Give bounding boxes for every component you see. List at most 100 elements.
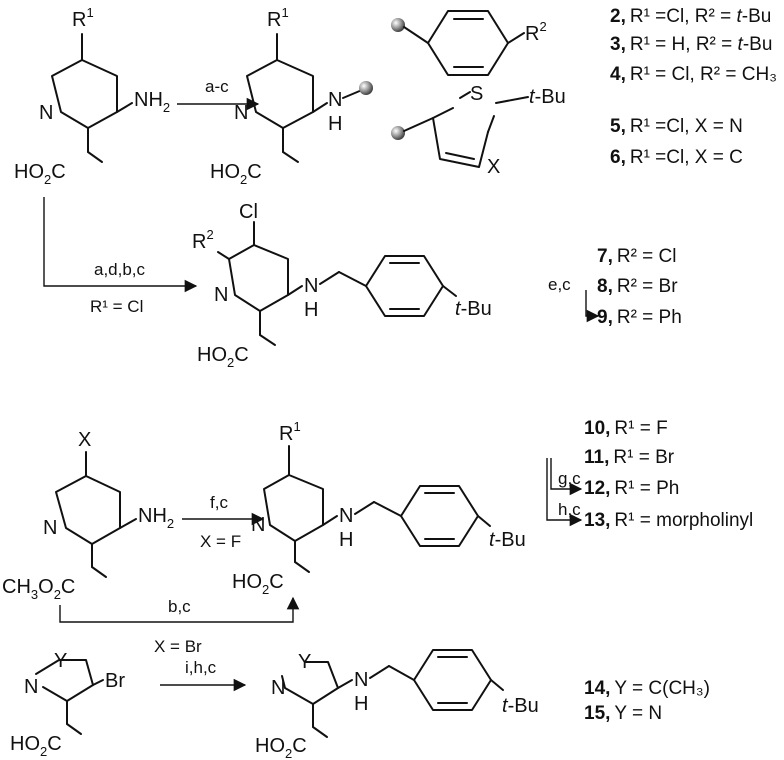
svg-text:5,R¹ =Cl, X = N: 5,R¹ =Cl, X = N [610,116,743,137]
svg-text:HO2C: HO2C [10,733,62,759]
svg-text:R2: R2 [192,227,214,253]
arrow-b-c [59,596,300,623]
svg-text:HO2C: HO2C [197,344,249,370]
svg-text:NH2: NH2 [138,505,174,531]
compound-list-7-9: 7,R² = Cl 8,R² = Br 9,R² = Ph [597,246,682,328]
conditions-g-c: g,c [558,469,581,488]
conditions-h-c: h,c [558,500,581,519]
svg-text:N: N [43,517,57,539]
pyridine-ring [51,59,118,129]
alkylated-product-structure: R1 N N H HO2C [210,5,373,187]
svg-text:HO2C: HO2C [255,735,307,760]
conditions-e-c: e,c [548,275,571,294]
dichloro-product-structure: Cl R2 N N H HO2C t-Bu [192,201,492,370]
svg-text:HO2C: HO2C [210,161,262,187]
svg-text:Y: Y [298,651,311,673]
benzene-ring [413,649,492,711]
arrow-h-c [546,458,583,527]
svg-text:N: N [304,275,318,297]
svg-text:t-Bu: t-Bu [455,298,492,320]
svg-text:8,R² = Br: 8,R² = Br [597,276,678,297]
compound-list-10-13: 10,R¹ = F 11,R¹ = Br 12,R¹ = Ph 13,R¹ = … [584,418,753,531]
svg-text:R2: R2 [525,19,547,45]
r1-superscript: 1 [86,5,93,20]
conditions-f-c: f,c [210,493,228,512]
arrow-g-c [550,458,583,496]
x-substituent: X [78,429,91,451]
r1-label: R [72,9,86,31]
pyridine-ring [55,475,121,545]
svg-text:R1: R1 [267,5,289,31]
fluoro-product-structure: R1 N N H HO2C t-Bu [232,419,526,597]
conditions-x-br: X = Br [154,637,202,656]
svg-text:15,Y = N: 15,Y = N [584,703,662,724]
substituent-ball-icon [391,18,405,32]
amine-hydrogen: H [328,113,342,135]
svg-text:11,R¹ = Br: 11,R¹ = Br [584,447,675,468]
arrow-a-d-b-c [43,197,198,293]
pyridine-ring [263,474,324,542]
benzene-ring [400,485,479,547]
conditions-i-h-c: i,h,c [185,658,217,677]
benzene-ring [427,10,509,76]
svg-text:6,R¹ =Cl, X = C: 6,R¹ =Cl, X = C [610,147,743,168]
svg-text:13,R¹ = morpholinyl: 13,R¹ = morpholinyl [584,510,753,531]
svg-text:N: N [251,514,265,536]
benzyl-substituent: R2 [391,10,547,76]
pyrimidine-ring [281,661,339,705]
benzene-ring [365,255,444,317]
amine-nitrogen: N [328,89,342,111]
svg-text:N: N [234,102,248,124]
conditions-a-c: a-c [205,77,229,96]
pyridine-ring [228,244,289,312]
compound-list-14-15: 14,Y = C(CH₃) 15,Y = N [584,678,710,724]
y-atom: Y [54,650,67,672]
svg-text:NH2: NH2 [134,89,170,115]
compound-list-2-6: 2,R¹ =Cl, R² = t-Bu 3,R¹ = H, R² = t-Bu … [610,6,777,168]
svg-text:HO2C: HO2C [232,571,284,597]
svg-text:7,R² = Cl: 7,R² = Cl [597,246,677,267]
conditions-r1-cl: R¹ = Cl [90,297,143,316]
svg-text:R1: R1 [279,419,301,445]
svg-text:t-Bu: t-Bu [529,86,566,108]
x-atom: X [487,156,500,178]
pyridine-ring [246,59,314,129]
sulfur-atom: S [470,83,483,105]
bromo-label: Br [105,670,125,692]
svg-text:14,Y = C(CH₃): 14,Y = C(CH₃) [584,678,710,699]
chloro-label: Cl [239,201,258,223]
bromo-picolinic-acid-structure: Y N Br HO2C [10,650,125,759]
svg-text:N: N [271,677,285,699]
ring-nitrogen: N [39,102,53,124]
svg-text:4,R¹ = Cl, R² = CH₃: 4,R¹ = Cl, R² = CH₃ [610,64,777,85]
amine-subscript: 2 [163,100,170,115]
aminopicolinic-acid-structure: R1 N NH2 HO2C [14,5,170,187]
svg-text:10,R¹ = F: 10,R¹ = F [584,418,668,439]
svg-text:3,R¹ = H, R² = t-Bu: 3,R¹ = H, R² = t-Bu [610,34,772,55]
svg-text:2,R¹ =Cl, R² = t-Bu: 2,R¹ =Cl, R² = t-Bu [610,6,771,27]
acid-bond-2 [87,151,103,163]
pyrimidine-product-structure: Y N N H HO2C t-Bu [255,649,539,760]
svg-text:H: H [354,693,368,715]
svg-text:N: N [24,676,38,698]
svg-text:N: N [214,284,228,306]
svg-text:R1: R1 [72,5,94,31]
svg-text:t-Bu: t-Bu [489,529,526,551]
thiazole-substituent: S t-Bu X [391,83,566,178]
svg-text:CH3O2C: CH3O2C [2,576,75,602]
amine-label: NH [134,89,163,111]
pyridine-ring [35,659,94,702]
svg-text:N: N [339,505,353,527]
svg-text:N: N [354,669,368,691]
svg-text:9,R² = Ph: 9,R² = Ph [597,307,682,328]
svg-text:t-Bu: t-Bu [502,695,539,717]
svg-text:12,R¹ = Ph: 12,R¹ = Ph [584,478,679,499]
svg-text:H: H [304,299,318,321]
n-substituent-bond [342,89,363,99]
conditions-b-c: b,c [168,597,191,616]
thiazole-ring [432,107,489,168]
methyl-ester-label: CH [2,576,31,598]
svg-text:HO2C: HO2C [14,161,66,187]
substituent-ball-icon [359,81,373,95]
